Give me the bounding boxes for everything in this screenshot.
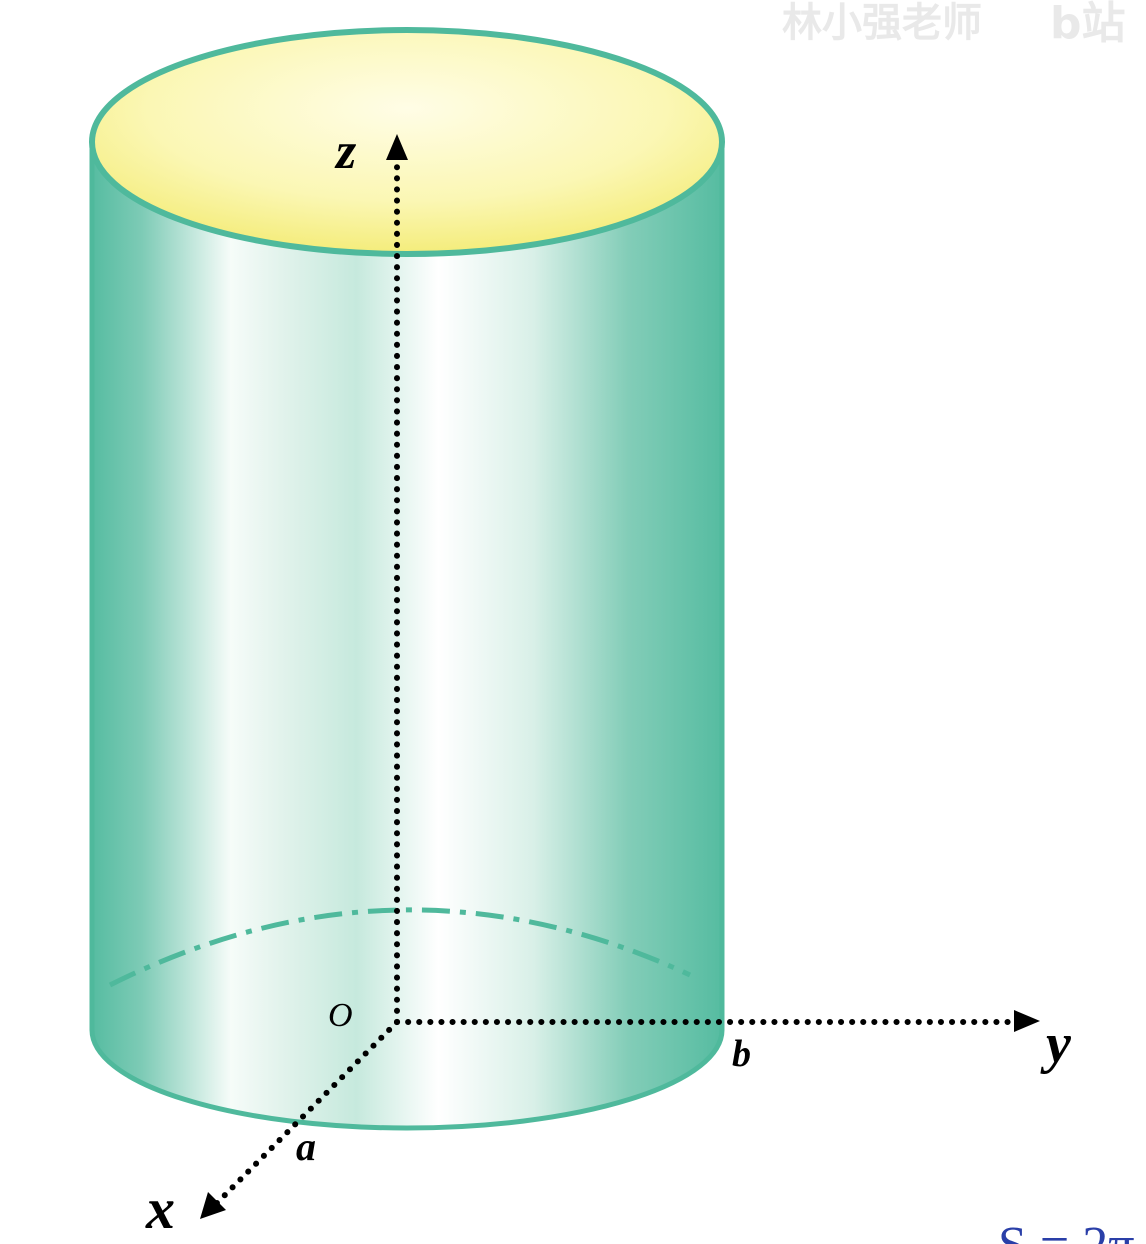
- point-b-label: b: [732, 1033, 751, 1075]
- watermark-text: 林小强老师: [782, 0, 982, 46]
- x-axis-label: x: [145, 1176, 175, 1241]
- z-axis-label: z: [334, 123, 357, 180]
- point-a-label: a: [296, 1124, 316, 1169]
- origin-label: O: [328, 997, 353, 1034]
- cylinder-top-face: [89, 27, 725, 257]
- y-axis-label: y: [1040, 1013, 1072, 1075]
- x-axis-arrow-icon: [200, 1192, 226, 1219]
- cylinder-side: [92, 140, 722, 1128]
- bilibili-logo-icon: b站: [1050, 0, 1126, 49]
- z-axis-arrow-icon: [386, 134, 408, 160]
- y-axis-arrow-icon: [1014, 1010, 1040, 1032]
- footer-formula: S = 2π: [998, 1217, 1135, 1244]
- cylinder-bottom-front-arc: [89, 1029, 725, 1131]
- axes: [200, 134, 1040, 1219]
- x-axis: [209, 1019, 400, 1211]
- cylinder: [89, 27, 725, 1131]
- watermark: 林小强老师 b站: [782, 0, 1126, 49]
